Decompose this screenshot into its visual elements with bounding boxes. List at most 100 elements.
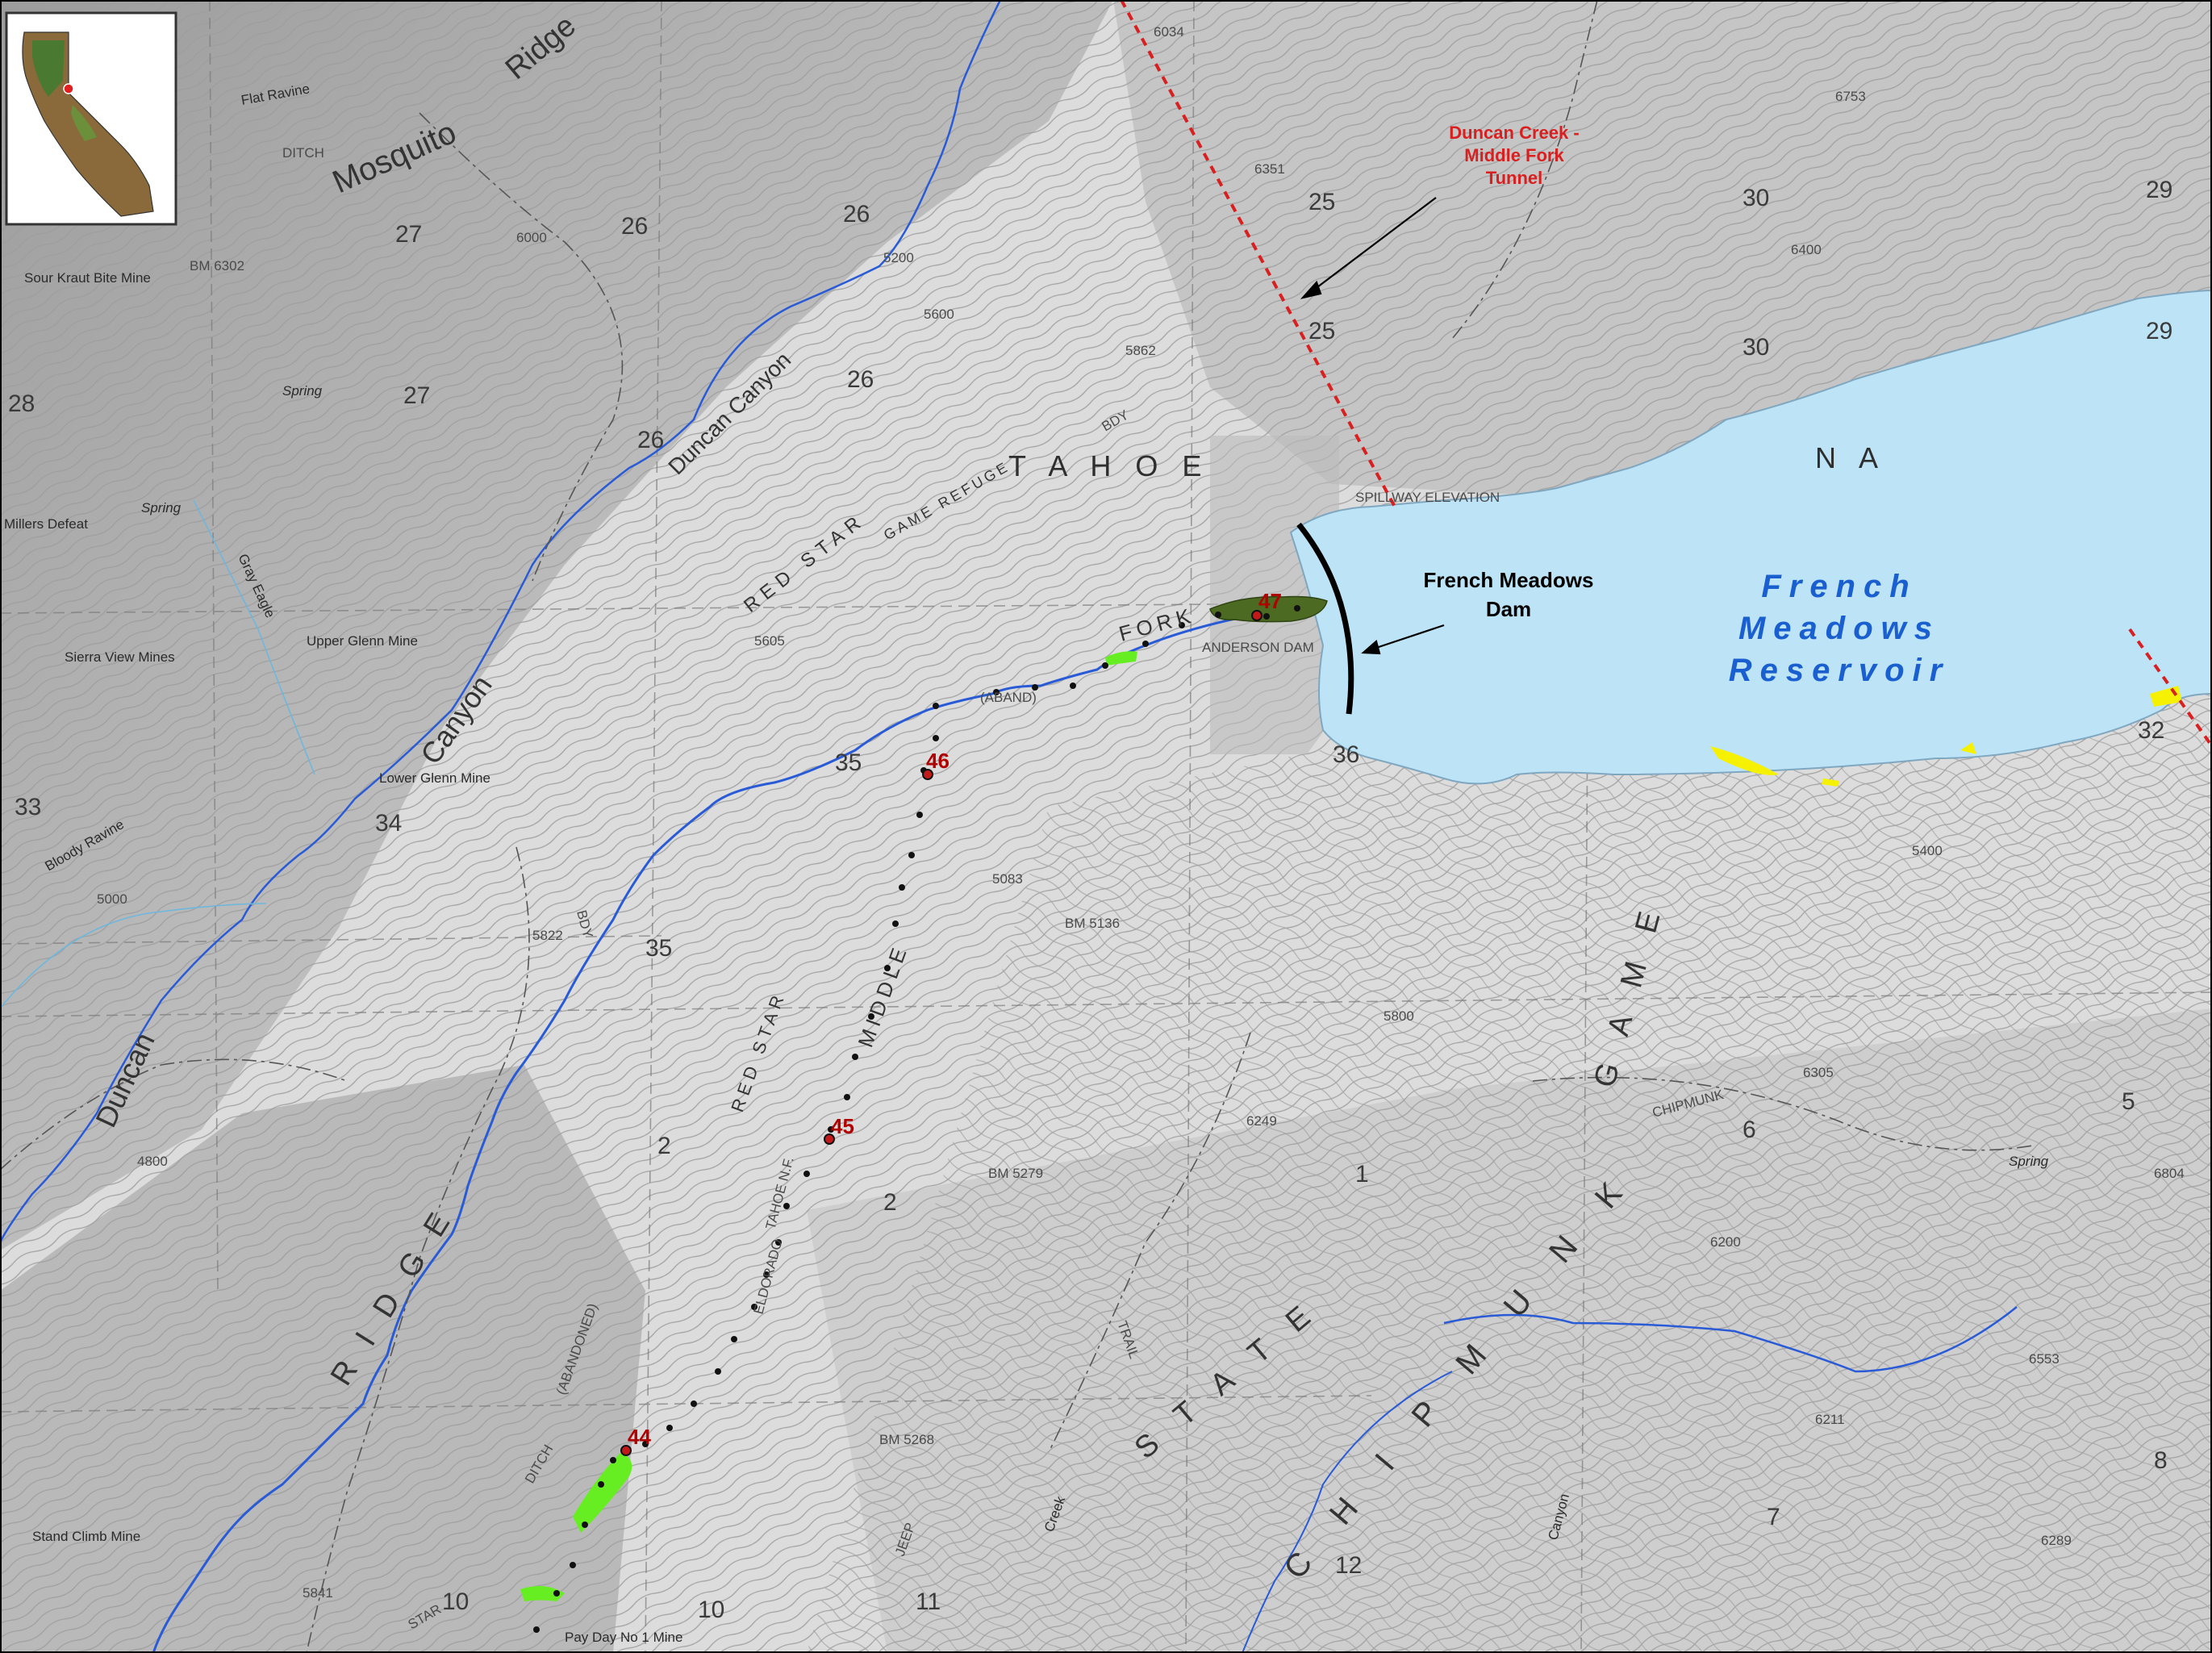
svg-text:6351: 6351 — [1254, 161, 1285, 177]
svg-text:29: 29 — [2146, 177, 2172, 203]
green-riffle-2 — [573, 1452, 632, 1533]
mile-marker-45: 45 — [831, 1114, 854, 1138]
svg-text:33: 33 — [15, 794, 41, 820]
dam-label-line1: French Meadows — [1424, 568, 1594, 592]
svg-text:32: 32 — [2138, 717, 2164, 744]
vegetation-patch — [1209, 595, 1328, 623]
svg-text:25: 25 — [1308, 189, 1335, 215]
svg-text:4800: 4800 — [137, 1154, 168, 1169]
middle-fork-river — [152, 599, 1324, 1653]
svg-text:12: 12 — [1335, 1552, 1362, 1579]
svg-text:27: 27 — [395, 221, 422, 248]
svg-text:25: 25 — [1308, 318, 1335, 344]
reservoir-label-line3: Reservoir — [1729, 653, 1951, 688]
svg-text:5400: 5400 — [1912, 843, 1943, 858]
svg-text:5605: 5605 — [754, 633, 785, 649]
svg-text:6804: 6804 — [2154, 1166, 2185, 1181]
tunnel-label-line3: Tunnel — [1486, 168, 1542, 188]
trails — [0, 0, 2034, 1653]
svg-text:Upper Glenn Mine: Upper Glenn Mine — [307, 633, 418, 649]
svg-text:5200: 5200 — [883, 250, 914, 265]
svg-text:10: 10 — [698, 1597, 724, 1623]
svg-text:BM 5279: BM 5279 — [988, 1166, 1043, 1181]
svg-text:7: 7 — [1767, 1504, 1780, 1530]
svg-text:Millers Defeat: Millers Defeat — [4, 516, 88, 532]
svg-text:35: 35 — [835, 749, 862, 776]
svg-text:8: 8 — [2154, 1447, 2168, 1474]
svg-text:Spring: Spring — [141, 500, 182, 516]
svg-text:27: 27 — [403, 382, 430, 409]
svg-text:Spring: Spring — [2009, 1154, 2049, 1169]
svg-text:35: 35 — [645, 935, 672, 962]
svg-text:6305: 6305 — [1803, 1065, 1834, 1080]
svg-text:28: 28 — [8, 390, 35, 417]
svg-text:11: 11 — [916, 1588, 941, 1615]
svg-text:5083: 5083 — [992, 871, 1023, 887]
location-marker — [63, 83, 74, 94]
svg-text:6: 6 — [1742, 1117, 1756, 1143]
svg-text:6211: 6211 — [1815, 1412, 1845, 1427]
reservoir-label-line1: French — [1761, 569, 1917, 604]
tributary-streams — [0, 0, 2018, 1653]
svg-text:BM 5268: BM 5268 — [879, 1432, 934, 1447]
svg-text:6400: 6400 — [1791, 242, 1822, 257]
svg-text:6249: 6249 — [1246, 1113, 1277, 1129]
svg-text:Sierra View Mines: Sierra View Mines — [65, 649, 175, 665]
label-tahoe: T A H O E — [1008, 449, 1209, 482]
section-numbers: 27 26 26 25 25 30 30 29 29 27 26 26 28 3… — [8, 177, 2172, 1623]
svg-text:Stand Climb Mine: Stand Climb Mine — [32, 1529, 140, 1544]
svg-text:6289: 6289 — [2041, 1533, 2072, 1548]
mile-marker-points — [620, 610, 1263, 1456]
duncan-creek-tunnel — [1120, 0, 1397, 509]
svg-text:26: 26 — [843, 201, 870, 227]
svg-text:6753: 6753 — [1835, 89, 1866, 104]
french-meadows-reservoir — [1289, 289, 2212, 785]
mile-marker-44: 44 — [628, 1425, 651, 1449]
svg-text:26: 26 — [621, 213, 648, 240]
svg-text:2: 2 — [657, 1133, 671, 1159]
svg-text:5822: 5822 — [532, 928, 563, 943]
reservoir-label-line2: Meadows — [1738, 611, 1940, 646]
label-na: N A — [1815, 441, 1886, 474]
svg-text:BM 5136: BM 5136 — [1065, 916, 1120, 931]
svg-text:36: 36 — [1333, 741, 1359, 768]
svg-text:34: 34 — [375, 810, 402, 837]
callout-arrows — [1300, 197, 1445, 655]
svg-text:6200: 6200 — [1710, 1234, 1741, 1250]
svg-text:Pay Day No 1 Mine: Pay Day No 1 Mine — [565, 1630, 682, 1645]
tunnel-label-line1: Duncan Creek - — [1449, 123, 1579, 143]
svg-text:Sour Kraut Bite Mine: Sour Kraut Bite Mine — [24, 270, 151, 286]
french-meadows-dam — [1296, 522, 1354, 715]
svg-text:5862: 5862 — [1125, 343, 1156, 358]
svg-text:30: 30 — [1742, 185, 1769, 211]
dam-label-line2: Dam — [1486, 597, 1531, 621]
svg-text:2: 2 — [883, 1189, 897, 1216]
california-locator-inset — [5, 11, 177, 226]
svg-text:Spring: Spring — [282, 383, 323, 399]
svg-text:DITCH: DITCH — [282, 145, 324, 161]
contour-lines-b — [807, 565, 2212, 1653]
svg-text:6000: 6000 — [516, 230, 547, 245]
svg-text:6034: 6034 — [1154, 24, 1184, 40]
svg-text:BM 6302: BM 6302 — [190, 258, 244, 273]
mile-marker-47: 47 — [1258, 589, 1282, 613]
svg-text:Lower Glenn Mine: Lower Glenn Mine — [379, 770, 490, 786]
svg-text:29: 29 — [2146, 318, 2172, 344]
svg-text:26: 26 — [847, 366, 874, 393]
svg-text:ANDERSON DAM: ANDERSON DAM — [1202, 640, 1314, 655]
svg-text:1: 1 — [1355, 1161, 1369, 1188]
svg-text:5000: 5000 — [97, 891, 127, 907]
tunnel-east-segment — [2128, 628, 2212, 748]
svg-text:26: 26 — [637, 427, 664, 453]
svg-text:5: 5 — [2122, 1088, 2135, 1115]
svg-text:6553: 6553 — [2029, 1351, 2060, 1367]
green-riffle-1 — [1105, 651, 1137, 666]
boundary-box — [1210, 436, 1339, 754]
svg-text:SPILLWAY ELEVATION: SPILLWAY ELEVATION — [1355, 490, 1500, 505]
tunnel-label-line2: Middle Fork — [1464, 145, 1564, 165]
svg-text:(ABAND): (ABAND) — [980, 690, 1037, 705]
svg-text:30: 30 — [1742, 334, 1769, 361]
